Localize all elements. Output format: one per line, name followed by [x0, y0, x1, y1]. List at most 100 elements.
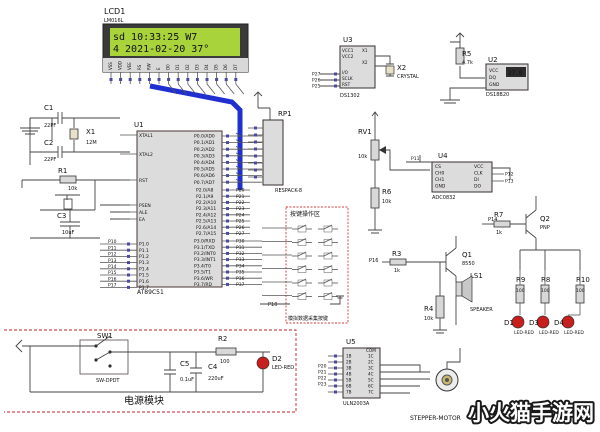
- pin-marker: [226, 251, 229, 255]
- pin-marker: [226, 207, 229, 211]
- rtc-net-label: P26: [312, 78, 321, 84]
- p0-bus-entries: [168, 83, 245, 95]
- pin-marker: [334, 360, 337, 364]
- p3-pin-label: P3.7/RD: [194, 282, 213, 288]
- pin-marker: [226, 174, 229, 178]
- p0-pin-label: P0.3/AD3: [194, 153, 215, 159]
- p2-net-label: P20: [236, 188, 245, 194]
- rtc-pin-label: X2: [362, 60, 368, 65]
- p1-net-label: P10: [108, 239, 117, 245]
- r2-ref: R2: [218, 335, 227, 343]
- led-type: LED-RED: [564, 330, 584, 336]
- lcd-pin-label: D4: [204, 64, 209, 70]
- temp-ref: U2: [488, 56, 498, 64]
- p1-net-label: P11: [108, 245, 117, 251]
- rtc-net-label: P25: [312, 84, 321, 90]
- key-contact: [297, 238, 307, 243]
- mcu-port0-pins: P0.0/AD0P0.1/AD1P0.2/AD2P0.3/AD3P0.4/AD4…: [194, 132, 262, 186]
- pin-marker: [127, 261, 130, 265]
- rtc-pin-label: I/O: [342, 70, 349, 75]
- rv1-body: [370, 139, 380, 161]
- r6-ref: R6: [382, 188, 392, 196]
- temp-pin-label: DQ: [489, 75, 496, 81]
- pin-marker: [226, 154, 229, 158]
- led-res-ref: R9: [516, 276, 525, 284]
- r3-ref: R3: [392, 250, 401, 258]
- c3-value: 10uF: [62, 230, 75, 236]
- mcu-left-pin-label: RST: [139, 178, 148, 184]
- p3-net-label: P34: [236, 263, 245, 269]
- uln-ref: U5: [346, 338, 356, 346]
- p1-pin-label: P1.4: [139, 266, 149, 272]
- p3-net-label: P30: [236, 239, 245, 245]
- pin-marker: [226, 225, 229, 229]
- adc-pin-label-left: CS: [435, 164, 441, 170]
- pin-marker: [147, 78, 151, 81]
- lcd-pin-label: VSS: [108, 62, 113, 70]
- pin-marker: [226, 282, 229, 286]
- rtc-pin-label: VCC2: [342, 54, 354, 59]
- adc-net-label: P12: [505, 172, 514, 178]
- lcd-screen: [110, 28, 240, 56]
- key-contact: [297, 251, 307, 257]
- key-switch: [323, 266, 333, 273]
- key-switch: [297, 225, 307, 233]
- p2-net-label: P22: [236, 200, 245, 206]
- mcu-ref: U1: [134, 121, 144, 129]
- c3-ref: C3: [57, 212, 66, 220]
- pin-marker: [226, 141, 229, 145]
- pin-marker: [226, 194, 229, 198]
- adc-pin-label-right: VCC: [474, 164, 483, 170]
- led-type: LED-RED: [514, 330, 534, 336]
- pin-marker: [334, 372, 337, 376]
- key-area-frame: [285, 206, 349, 324]
- r4-ref: R4: [424, 305, 434, 313]
- pin-marker: [226, 200, 229, 204]
- pin-marker: [226, 231, 229, 235]
- uln-out-label: 3C: [368, 366, 374, 371]
- pin-marker: [127, 267, 130, 271]
- key-contact: [297, 265, 307, 270]
- p3-net-label: P32: [236, 251, 245, 257]
- adc-pin-label-left: GND: [435, 184, 446, 190]
- bus-entry: [197, 83, 206, 95]
- key-area: 按键操作区 模拟数据采集按键 P10: [260, 206, 349, 324]
- pin-marker: [205, 78, 209, 81]
- pin-marker: [157, 78, 161, 81]
- key-contact: [297, 278, 307, 284]
- lcd-pin-label: D0: [166, 64, 171, 70]
- power-module: SW1 SW-DPDT C5 0.1uF C4 220uF R2 100 D2 …: [4, 329, 297, 413]
- uln-in-label: 6B: [346, 384, 352, 389]
- bus-tap: [235, 145, 241, 150]
- motor-label: STEPPER-MOTOR: [410, 415, 461, 422]
- p1-pin-label: P1.7: [139, 285, 149, 291]
- mcu-left-pin-label: PSEN: [139, 203, 151, 209]
- watermark: 小火猫手游网: [466, 399, 596, 427]
- pin-marker: [254, 168, 257, 172]
- bus-entry: [168, 83, 177, 95]
- pin-marker: [254, 161, 257, 165]
- rtc-pin-label: RST: [342, 82, 351, 87]
- pin-marker: [226, 213, 229, 217]
- p1-pin-label: P1.3: [139, 260, 149, 266]
- led-res-body: [515, 284, 525, 304]
- key-switch: [323, 279, 333, 287]
- p2-pin-label: P2.1/A9: [196, 194, 213, 200]
- p2-pin-label: P2.6/A14: [196, 225, 216, 231]
- adc-model: ADC0832: [432, 195, 456, 201]
- pin-marker: [254, 154, 257, 158]
- lcd-pin-label: D3: [194, 64, 199, 70]
- uln-out-label: 2C: [368, 360, 374, 365]
- rp1-pin-stubs: [248, 126, 263, 179]
- crystal-circuit: C1 22PF C2 22PF X1 12M: [30, 104, 130, 163]
- p2-net-label: P27: [236, 231, 245, 237]
- r5-ref: R5: [462, 50, 471, 58]
- power-led: [256, 356, 270, 370]
